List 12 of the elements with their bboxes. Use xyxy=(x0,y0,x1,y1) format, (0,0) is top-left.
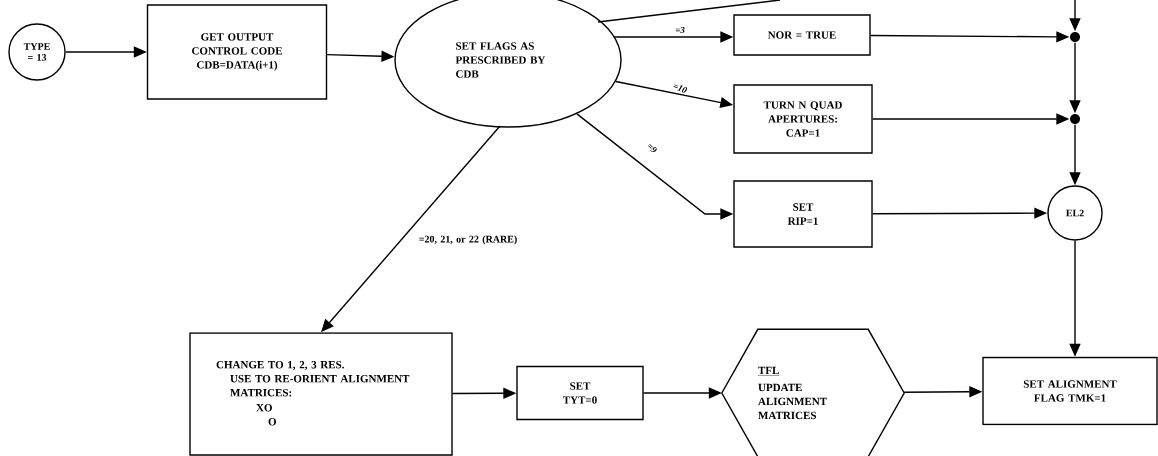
process-box: TURN N QUAD APERTURES: CAP=1 xyxy=(733,84,873,154)
edge-label: =9 xyxy=(645,141,659,155)
edge-label: =20, 21, or 22 (RARE) xyxy=(417,234,519,246)
process-box: SET ALIGNMENT FLAG TMK=1 xyxy=(982,356,1158,426)
process-box: SET TYT=0 xyxy=(516,365,644,421)
edge-label: =10 xyxy=(671,81,689,95)
hexagon-box: TFL UPDATE ALIGNMENT MATRICES xyxy=(721,328,905,456)
edge-label: =3 xyxy=(674,26,686,34)
process-box: GET OUTPUT CONTROL CODE CDB=DATA(i+1) xyxy=(146,4,328,100)
process-box: NOR = TRUE xyxy=(733,14,871,56)
process-box: CHANGE TO 1, 2, 3 RES. USE TO RE-ORIENT ALIGNMENT MATRICES: XO O xyxy=(189,332,453,456)
process-box: SET RIP=1 xyxy=(733,180,873,248)
